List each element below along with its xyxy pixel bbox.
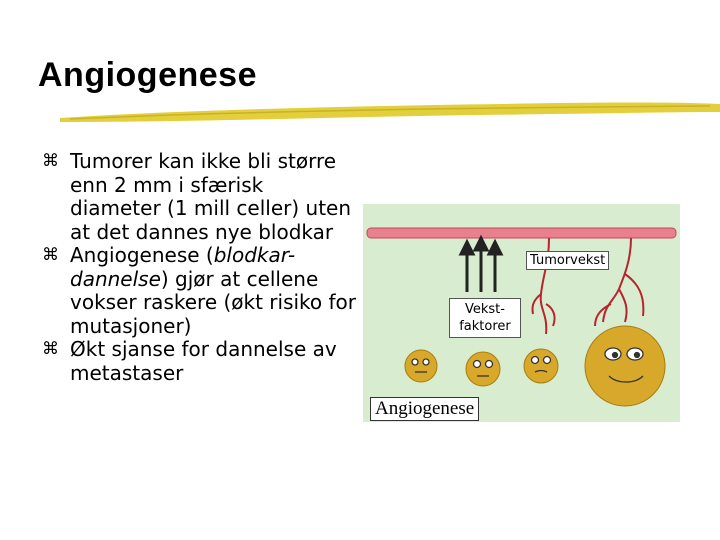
slide-title: Angiogenese [38,56,257,94]
illustration-caption: Angiogenese [370,397,480,421]
bullet-text: Angiogenese ( [70,243,214,267]
bullet-list: ⌘ Tumorer kan ikke bli større enn 2 mm i … [40,149,360,385]
cell-faces [411,347,644,383]
vessel-branches [531,237,645,335]
bullet-marker-icon: ⌘ [42,339,59,359]
bullet-marker-icon: ⌘ [42,151,59,171]
bullet-text: Tumorer kan ikke bli større enn 2 mm i s… [70,149,352,244]
blood-vessel [366,227,677,239]
bullet-item: ⌘ Økt sjanse for dannelse av metastaser [40,337,360,385]
bullet-item: ⌘ Angiogenese (blodkar-dannelse) gjør at … [40,243,360,338]
title-underline-brush [60,102,720,122]
medium-tumor-cell [523,348,559,384]
small-tumor-cell [465,351,501,387]
tumor-cells [404,325,666,407]
illustration-drawing [363,204,680,422]
growth-factors-label-line1: Vekst- [465,302,505,317]
growth-factors-label-line2: faktorer [459,319,511,334]
bullet-marker-icon: ⌘ [42,245,59,265]
large-tumor-cell [584,325,666,407]
small-tumor-cell [404,349,438,383]
growth-factors-label: Vekst- faktorer [449,298,521,338]
bullet-text-italic: blodkar-dannelse [70,243,296,291]
angiogenesis-illustration: Tumorvekst Vekst- faktorer Angiogenese [363,204,680,422]
bullet-text: Økt sjanse for dannelse av metastaser [70,337,337,385]
growth-factor-arrows [458,234,504,292]
bullet-text: ) gjør at cellene vokser raskere (økt ri… [70,266,357,338]
tumor-growth-label: Tumorvekst [526,251,610,270]
bullet-item: ⌘ Tumorer kan ikke bli større enn 2 mm i … [40,149,360,244]
